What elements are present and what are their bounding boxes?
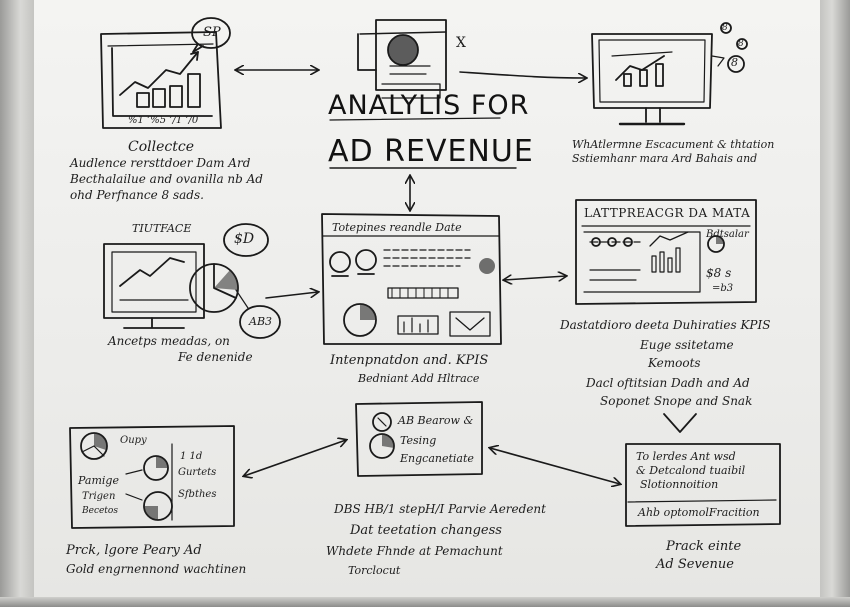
top-left-tick-labels: %1 ’%5 ’/1 ’/0 [128,115,199,126]
mid-right-mini-numbers: $8 s [706,266,732,280]
bottom-center-line-1: AB Bearow & [398,414,474,427]
center-panel-sketch [321,213,502,345]
bottom-center-line-3: Engcanetiate [400,452,474,465]
top-center-device-sketch [357,19,447,99]
top-left-bubble: SP [203,25,221,40]
bottom-right-line-1: To lerdes Ant wsd [636,450,736,463]
bottom-left-label-4: Becetos [82,506,118,516]
top-right-bubble-3: 8 [731,56,738,69]
top-left-caption-1: Collectce [128,139,194,155]
top-left-caption-4: ohd Perfnance 8 sads. [70,188,204,202]
top-right-monitor-sketch [591,22,748,126]
mid-right-panel-sketch [575,199,757,305]
top-left-caption-3: Becthalailue and ovanilla nb Ad [70,172,263,186]
bottom-center-caption-2: Dat teetation changess [350,523,502,538]
mid-right-mini-label: Bdtsalar [706,229,749,240]
mid-right-mini-bottom: =b3 [712,283,734,294]
mid-left-bubble-top: $D [234,231,255,247]
top-center-x-mark: X [456,35,466,51]
center-panel-caption-2: Bedniant Add Hltrace [358,372,480,385]
bottom-right-box-sketch [625,413,781,527]
connector-arrows [236,70,620,484]
mid-right-header: LATTPREACGR DA MATA [584,206,751,220]
bottom-right-caption-1: Prack einte [666,539,742,554]
whiteboard-frame-bottom [0,597,850,607]
mid-left-monitor-sketch [103,223,281,339]
mid-left-caption-1: Ancetps meadas, on [108,334,230,348]
mid-right-caption-4: Dacl oftitsian Dadh and Ad [586,376,750,390]
top-left-caption-2: Audlence rersttdoer Dam Ard [70,156,251,170]
top-left-chart-sketch [100,17,231,129]
bottom-center-line-2: Tesing [400,434,437,447]
bottom-right-line-4: Ahb optomolFracition [638,506,760,519]
whiteboard-frame-right [820,0,850,607]
mid-left-heading: TIUTFACE [132,222,192,235]
bottom-left-label-7: Sfbthes [178,489,217,500]
bottom-left-box-sketch [69,425,235,529]
top-right-bubble-1: 8 [722,23,728,33]
bottom-center-caption-1: DBS HB/1 stepH/I Parvie Aeredent [334,502,546,516]
bottom-right-line-2: & Detcalond tuaibil [636,464,746,477]
bottom-left-label-3: Trigen [82,491,116,502]
bottom-center-caption-4: Torclocut [348,564,401,577]
whiteboard-frame-left [0,0,34,607]
bottom-right-caption-2: Ad Sevenue [656,557,734,572]
top-right-bubble-2: 8 [738,39,744,49]
bottom-right-line-3: Slotionnoition [640,478,719,491]
mid-left-caption-2: Fe denenide [178,350,253,364]
bottom-left-caption-2: Gold engrnennond wachtinen [66,562,247,576]
center-panel-caption-1: Intenpnatdon and. KPIS [330,353,489,368]
bottom-left-label-1: Oupy [120,435,147,446]
center-panel-header: Totepines reandle Date [332,221,462,234]
mid-right-caption-5: Soponet Snope and Snak [600,394,753,408]
bottom-center-caption-3: Whdete Fhnde at Pemachunt [326,544,503,558]
top-right-caption-1: WhAtlermne Escacument & thtation [572,138,775,151]
mid-right-caption-3: Kemoots [648,356,701,370]
bottom-left-label-2: Pamige [78,474,119,487]
mid-left-bubble-bottom: AB3 [249,315,273,328]
mid-right-caption-1: Dastatdioro deeta Duhiraties KPIS [560,318,771,332]
bottom-left-label-6: Gurtets [178,467,217,478]
bottom-center-box-sketch [355,401,483,477]
mid-right-caption-2: Euge ssitetame [640,338,734,352]
top-right-caption-2: Sstiemhanr mara Ard Bahais and [572,152,758,165]
bottom-left-label-5: 1 1d [180,451,203,462]
diagram-title-line-2: AD REVENUE [328,134,534,169]
diagram-title-line-1: ANALYLIS FOR [328,90,530,121]
bottom-left-caption-1: Prck, lgore Peary Ad [66,543,202,558]
